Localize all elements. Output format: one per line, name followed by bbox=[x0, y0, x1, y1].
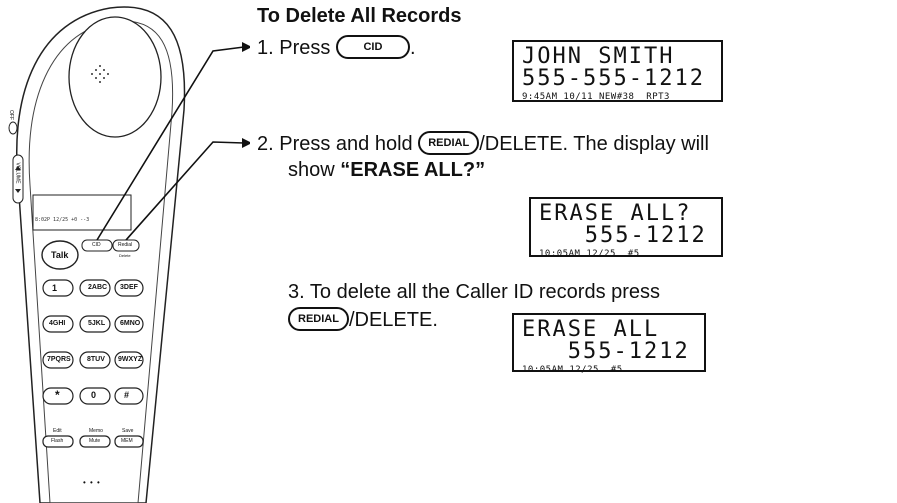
lcd-line3: 10:05AM 12/25 #5 bbox=[522, 365, 623, 375]
lcd-display-erase-all-q: ERASE ALL? 555-1212 10:05AM 12/25 #5 bbox=[529, 197, 723, 259]
step-text: show bbox=[288, 159, 341, 181]
lcd-display-erase-all: ERASE ALL 555-1212 10:05AM 12/25 #5 bbox=[512, 313, 706, 375]
redial-key-label[interactable]: Redial bbox=[118, 242, 133, 248]
redial-button[interactable]: REDIAL bbox=[418, 130, 480, 155]
step-text: Press bbox=[279, 37, 331, 59]
cid-button[interactable]: CID bbox=[335, 34, 410, 59]
step-number: 1. bbox=[257, 37, 274, 59]
key-star[interactable]: * bbox=[55, 388, 60, 402]
step-2-line2: show “ERASE ALL?” bbox=[288, 158, 485, 182]
key-2[interactable]: 2ABC bbox=[88, 284, 108, 291]
microphone-dots-icon: • • • bbox=[83, 478, 101, 487]
flash-key[interactable]: Flash bbox=[51, 438, 64, 444]
lcd-line1: JOHN SMITH bbox=[522, 44, 675, 69]
erase-all-quote: “ERASE ALL?” bbox=[340, 159, 486, 181]
label-save: Save bbox=[122, 428, 134, 434]
step-text-end: /DELETE. bbox=[348, 309, 438, 331]
side-label-off: OFF bbox=[8, 110, 14, 120]
step-3-line2: REDIAL/DELETE. bbox=[288, 306, 438, 333]
volume-rocker bbox=[12, 154, 24, 204]
lcd-line2: 555-1212 bbox=[539, 223, 707, 248]
step-3: 3. To delete all the Caller ID records p… bbox=[288, 280, 660, 304]
lcd-line1: ERASE ALL bbox=[522, 317, 660, 342]
cid-key-label[interactable]: CID bbox=[92, 242, 101, 248]
label-memo: Memo bbox=[89, 428, 103, 434]
key-0[interactable]: 0 bbox=[91, 390, 97, 400]
arrow-head-1 bbox=[242, 42, 250, 52]
mem-key[interactable]: MEM bbox=[121, 438, 133, 444]
arrow-head-2 bbox=[242, 138, 250, 148]
step-text: To delete all the Caller ID records pres… bbox=[309, 281, 661, 303]
lcd-line2: 555-555-1212 bbox=[522, 66, 705, 91]
redial-button[interactable]: REDIAL bbox=[288, 306, 349, 331]
key-pound[interactable]: # bbox=[124, 390, 130, 400]
key-6[interactable]: 6MNO bbox=[120, 320, 141, 327]
lcd-display-caller: JOHN SMITH 555-555-1212 9:45AM 10/11 NEW… bbox=[512, 40, 723, 102]
step-number: 2. bbox=[257, 133, 274, 155]
key-1[interactable]: 1 bbox=[52, 283, 58, 293]
lcd-line2: 555-1212 bbox=[522, 339, 690, 364]
side-label-volume: VOLUME bbox=[14, 162, 21, 184]
lcd-line1: ERASE ALL? bbox=[539, 201, 692, 226]
side-button bbox=[8, 121, 18, 135]
step-text-end: /DELETE. The display will bbox=[479, 133, 709, 155]
cordless-phone-illustration bbox=[8, 6, 250, 503]
talk-key-label[interactable]: Talk bbox=[51, 250, 69, 260]
mute-key[interactable]: Mute bbox=[89, 438, 101, 444]
lcd-line3: 9:45AM 10/11 NEW#38 RPT3 bbox=[522, 92, 670, 102]
step-2: 2. Press and hold REDIAL/DELETE. The dis… bbox=[257, 130, 709, 157]
talk-key bbox=[41, 240, 79, 270]
lcd-line3: 10:05AM 12/25 #5 bbox=[539, 249, 640, 259]
earpiece bbox=[68, 16, 162, 138]
pointer-arrows bbox=[96, 46, 245, 241]
key-7[interactable]: 7PQRS bbox=[47, 356, 71, 363]
step-1: 1. Press CID. bbox=[257, 34, 416, 61]
section-heading: To Delete All Records bbox=[257, 5, 462, 27]
key-8[interactable]: 8TUV bbox=[87, 356, 105, 363]
key-4[interactable]: 4GHI bbox=[49, 320, 66, 327]
key-5[interactable]: 5JKL bbox=[88, 320, 106, 327]
label-edit: Edit bbox=[53, 428, 62, 434]
step-number: 3. bbox=[288, 281, 305, 303]
key-3[interactable]: 3DEF bbox=[120, 284, 138, 291]
phone-screen-text: 8:02P 12/25 +0 --3 bbox=[35, 217, 90, 223]
phone-outline bbox=[16, 6, 186, 503]
step-text-end: . bbox=[409, 37, 416, 59]
redial-sub-label: Delete bbox=[119, 253, 131, 258]
key-9[interactable]: 9WXYZ bbox=[118, 356, 143, 363]
speaker-holes-icon bbox=[91, 65, 109, 83]
phone-screen bbox=[32, 194, 132, 231]
step-text: Press and hold bbox=[279, 133, 413, 155]
